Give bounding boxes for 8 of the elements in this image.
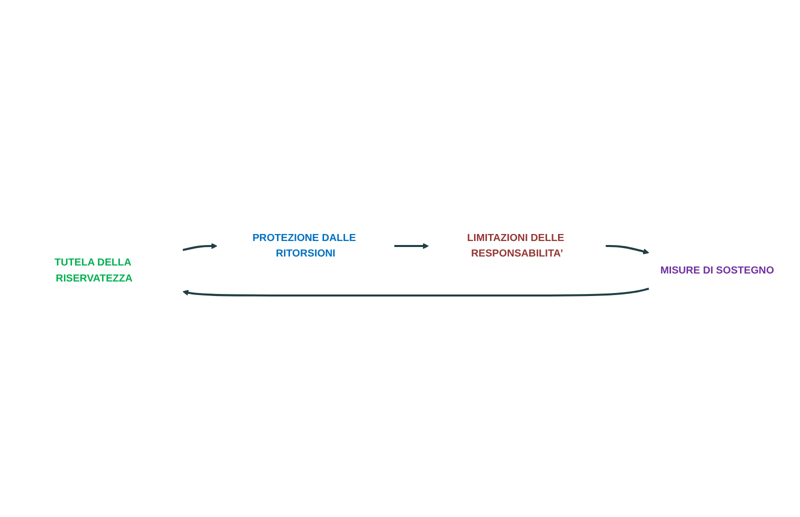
arrow: [606, 245, 650, 254]
arrow: [394, 243, 429, 250]
arrow: [182, 243, 218, 252]
node-text: TUTELA DELLA RISERVATEZZA: [54, 256, 133, 284]
node-text: MISURE DI SOSTEGNO: [660, 264, 774, 276]
arrow: [182, 288, 650, 297]
node-text: LIMITAZIONI DELLE RESPONSABILITA’: [467, 232, 564, 260]
node-text: PROTEZIONE DALLE RITORSIONI: [252, 232, 356, 260]
